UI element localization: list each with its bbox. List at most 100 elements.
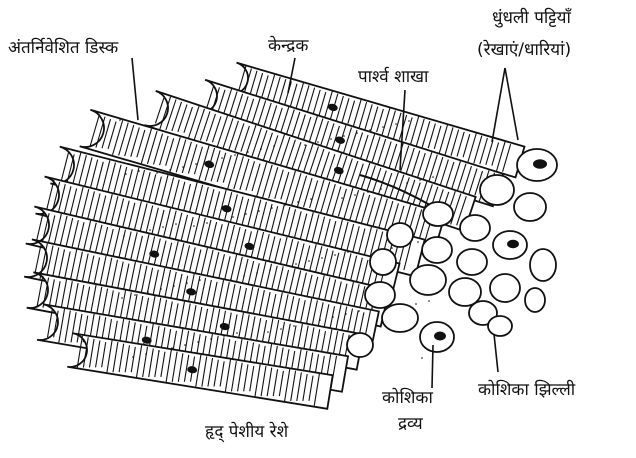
speckle	[199, 279, 201, 281]
speckle	[347, 251, 349, 253]
speckle	[310, 198, 312, 200]
fiber-end	[382, 304, 418, 332]
fiber-end	[480, 175, 514, 205]
fiber-end	[365, 282, 395, 308]
fiber-end	[370, 249, 396, 275]
speckle	[293, 325, 295, 327]
speckle	[195, 163, 197, 165]
fiber-end	[530, 249, 556, 281]
speckle	[162, 226, 164, 228]
speckle	[158, 350, 160, 352]
fiber-end	[387, 223, 413, 247]
speckle	[147, 291, 149, 293]
speckle	[197, 341, 199, 343]
speckle	[182, 166, 184, 168]
speckle	[219, 219, 221, 221]
speckle	[134, 294, 136, 296]
speckle	[145, 353, 147, 355]
fiber-end	[457, 249, 487, 275]
speckle	[136, 232, 138, 234]
speckle	[317, 141, 319, 143]
speckle	[221, 157, 223, 159]
speckle	[354, 194, 356, 196]
fiber-end	[488, 316, 512, 336]
speckle	[358, 310, 360, 312]
striation	[35, 245, 41, 273]
speckle	[121, 297, 123, 299]
speckle	[171, 347, 173, 349]
fiber-end-nucleus	[507, 240, 519, 248]
speckle	[223, 335, 225, 337]
speckle	[369, 129, 371, 131]
speckle	[210, 338, 212, 340]
striation	[61, 152, 69, 181]
fiber-end	[514, 193, 546, 221]
speckle	[321, 257, 323, 259]
muscle-fiber-bundle	[24, 63, 524, 409]
speckle	[393, 185, 395, 187]
speckle	[380, 188, 382, 190]
speckle	[428, 300, 430, 302]
fiber-end	[422, 237, 452, 263]
leader-intercalated-disc	[132, 58, 138, 120]
speckle	[160, 288, 162, 290]
speckle	[132, 356, 134, 358]
speckle	[371, 307, 373, 309]
speckle	[125, 173, 127, 175]
speckle	[230, 278, 232, 280]
speckle	[417, 241, 419, 243]
speckle	[280, 328, 282, 330]
speckle	[308, 260, 310, 262]
speckle	[208, 160, 210, 162]
speckle	[173, 285, 175, 287]
label-striations-line1: धुंधली पट्टियाँ	[492, 8, 571, 28]
label-intercalated-disc: अंतर्निवेशित डिस्क	[8, 38, 118, 58]
label-caption: हृद् पेशीय रेशे	[205, 422, 288, 442]
speckle	[319, 319, 321, 321]
label-lateral-branch: पार्श्व शाखा	[358, 67, 428, 87]
speckle	[332, 316, 334, 318]
fiber-end	[490, 274, 520, 302]
speckle	[341, 197, 343, 199]
speckle	[282, 266, 284, 268]
speckle	[345, 313, 347, 315]
speckle	[267, 331, 269, 333]
label-cytoplasm-line1: कोशिका	[382, 388, 433, 408]
speckle	[419, 179, 421, 181]
leader-striations-a	[505, 68, 518, 140]
speckle	[245, 213, 247, 215]
speckle	[269, 269, 271, 271]
speckle	[243, 275, 245, 277]
leader-cell-membrane	[494, 334, 498, 372]
speckle	[284, 204, 286, 206]
speckle	[330, 138, 332, 140]
leader-striations-b	[492, 68, 505, 142]
leader-cytoplasm	[432, 345, 433, 388]
speckle	[212, 276, 214, 278]
speckle	[119, 119, 121, 121]
speckle	[297, 201, 299, 203]
speckle	[408, 120, 410, 122]
speckle	[169, 169, 171, 171]
speckle	[260, 148, 262, 150]
speckle	[391, 247, 393, 249]
speckle	[306, 322, 308, 324]
speckle	[273, 145, 275, 147]
speckle	[432, 176, 434, 178]
speckle	[184, 344, 186, 346]
speckle	[395, 123, 397, 125]
speckle	[256, 272, 258, 274]
speckle	[382, 126, 384, 128]
speckle	[156, 172, 158, 174]
speckle	[247, 151, 249, 153]
speckle	[367, 191, 369, 193]
speckle	[206, 222, 208, 224]
speckle	[234, 154, 236, 156]
speckle	[356, 132, 358, 134]
speckle	[334, 254, 336, 256]
speckle	[236, 332, 238, 334]
label-cell-membrane: कोशिका झिल्ली	[478, 380, 575, 400]
speckle	[304, 144, 306, 146]
speckle	[149, 229, 151, 231]
